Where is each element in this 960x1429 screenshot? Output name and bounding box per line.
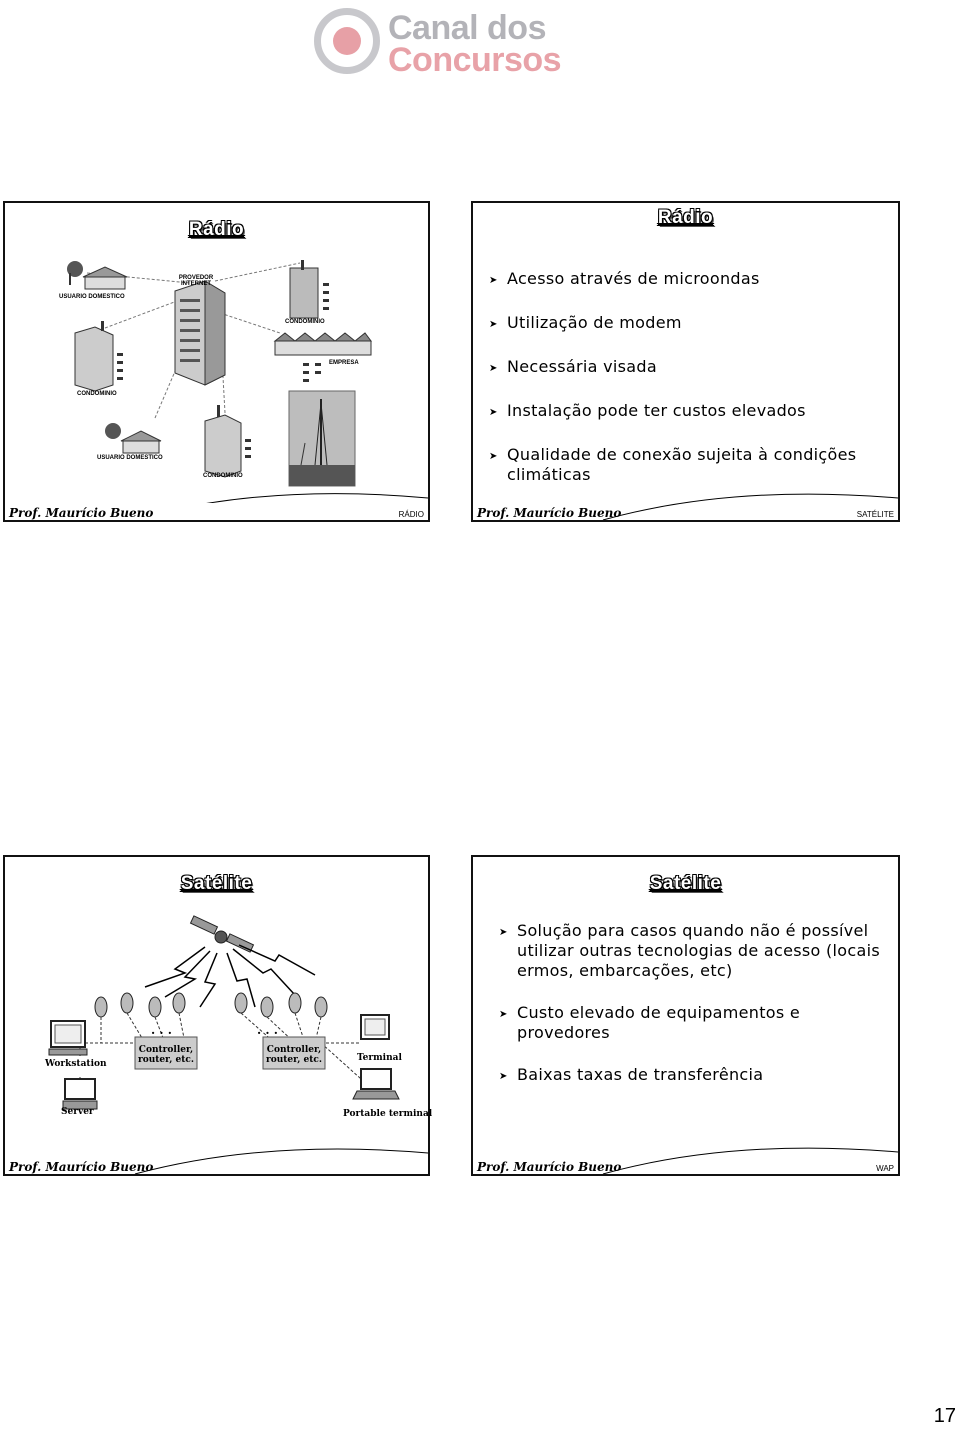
label-controller: Controller, router, etc. bbox=[137, 1045, 195, 1065]
label-workstation: Workstation bbox=[45, 1059, 107, 1069]
label-controller: Controller, router, etc. bbox=[265, 1045, 323, 1065]
page-number: 17 bbox=[933, 1405, 956, 1427]
slide-radio-bullets: Rádio ➤Acesso através de microondas ➤Uti… bbox=[471, 201, 900, 522]
logo-ring-icon bbox=[314, 8, 380, 74]
bullet-item: ➤Custo elevado de equipamentos e provedo… bbox=[499, 1003, 801, 1042]
author-signature: Prof. Maurício Bueno bbox=[9, 506, 154, 520]
workstation-icon bbox=[48, 1020, 88, 1056]
arrow-bullet-icon: ➤ bbox=[489, 275, 498, 286]
author-signature: Prof. Maurício Bueno bbox=[477, 1160, 622, 1174]
label-server: Server bbox=[61, 1107, 94, 1117]
bullet-item: ➤Solução para casos quando não é possíve… bbox=[499, 921, 880, 980]
provider-building-icon bbox=[174, 280, 226, 386]
label-usuario-domestico: USUARIO DOMESTICO bbox=[97, 455, 163, 461]
house-icon bbox=[105, 423, 162, 454]
slide-title: Rádio bbox=[657, 207, 714, 228]
radio-tower-photo bbox=[288, 390, 356, 487]
footer-swoosh bbox=[602, 1147, 898, 1174]
arrow-bullet-icon: ➤ bbox=[499, 1071, 508, 1082]
satellite-icon bbox=[189, 915, 255, 953]
controller-box bbox=[134, 1036, 198, 1070]
bullet-list: ➤Acesso através de microondas ➤Utilizaçã… bbox=[489, 269, 889, 509]
satellite-dish-icon bbox=[94, 992, 328, 1018]
logo-line1: Canal dos bbox=[388, 9, 546, 47]
label-provedor-internet: PROVEDOR INTERNET bbox=[178, 275, 214, 287]
satellite-network-diagram bbox=[48, 915, 428, 1174]
slide-satellite-diagram: Satélite bbox=[3, 855, 433, 1176]
bullet-item: ➤Qualidade de conexão sujeita à condiçõe… bbox=[489, 445, 857, 484]
condominium-building-icon bbox=[74, 321, 123, 392]
author-signature: Prof. Maurício Bueno bbox=[9, 1160, 154, 1174]
label-portable-terminal: Portable terminal bbox=[343, 1109, 433, 1119]
controller-box bbox=[262, 1036, 326, 1070]
arrow-bullet-icon: ➤ bbox=[499, 1009, 508, 1020]
label-terminal: Terminal bbox=[357, 1053, 402, 1063]
bullet-item: ➤Acesso através de microondas bbox=[489, 269, 889, 289]
arrow-bullet-icon: ➤ bbox=[489, 451, 498, 462]
terminal-icon bbox=[360, 1014, 390, 1040]
author-signature: Prof. Maurício Bueno bbox=[477, 506, 622, 520]
arrow-bullet-icon: ➤ bbox=[489, 319, 498, 330]
bullet-list: ➤Solução para casos quando não é possíve… bbox=[499, 921, 891, 1107]
arrow-bullet-icon: ➤ bbox=[489, 407, 498, 418]
arrow-bullet-icon: ➤ bbox=[489, 363, 498, 374]
condominium-building-icon bbox=[204, 405, 251, 478]
label-condominio: CONDOMINIO bbox=[285, 319, 325, 325]
bullet-item: ➤Instalação pode ter custos elevados bbox=[489, 401, 889, 421]
company-building-icon bbox=[273, 332, 372, 382]
slide-title: Satélite bbox=[649, 873, 722, 894]
label-condominio: CONDOMINIO bbox=[203, 473, 243, 479]
slide-satellite-bullets: Satélite ➤Solução para casos quando não … bbox=[471, 855, 900, 1176]
slide-radio-diagram: Rádio bbox=[3, 201, 430, 522]
label-condominio: CONDOMINIO bbox=[77, 391, 117, 397]
bullet-item: ➤Utilização de modem bbox=[489, 313, 889, 333]
bullet-item: ➤Necessária visada bbox=[489, 357, 889, 377]
slide-title: Satélite bbox=[180, 873, 253, 894]
footer-label: WAP bbox=[876, 1164, 894, 1173]
slide-title: Rádio bbox=[188, 219, 245, 240]
footer-label: RÁDIO bbox=[398, 510, 424, 519]
house-icon bbox=[67, 261, 128, 290]
footer-swoosh bbox=[602, 493, 898, 520]
label-usuario-domestico: USUARIO DOMESTICO bbox=[59, 294, 125, 300]
portable-terminal-icon bbox=[352, 1068, 400, 1100]
label-ellipsis: . . . bbox=[151, 1023, 172, 1037]
arrow-bullet-icon: ➤ bbox=[499, 927, 508, 938]
footer-label: SATÉLITE bbox=[856, 510, 894, 519]
condominium-building-icon bbox=[289, 260, 329, 319]
radio-network-diagram bbox=[67, 260, 428, 503]
logo-line2: Concursos bbox=[388, 41, 562, 79]
bullet-item: ➤Baixas taxas de transferência bbox=[499, 1065, 891, 1085]
server-icon bbox=[62, 1078, 98, 1110]
canal-dos-concursos-logo: Canal dos Concursos bbox=[314, 6, 584, 80]
label-empresa: EMPRESA bbox=[329, 360, 359, 366]
label-ellipsis: . . . bbox=[257, 1023, 278, 1037]
